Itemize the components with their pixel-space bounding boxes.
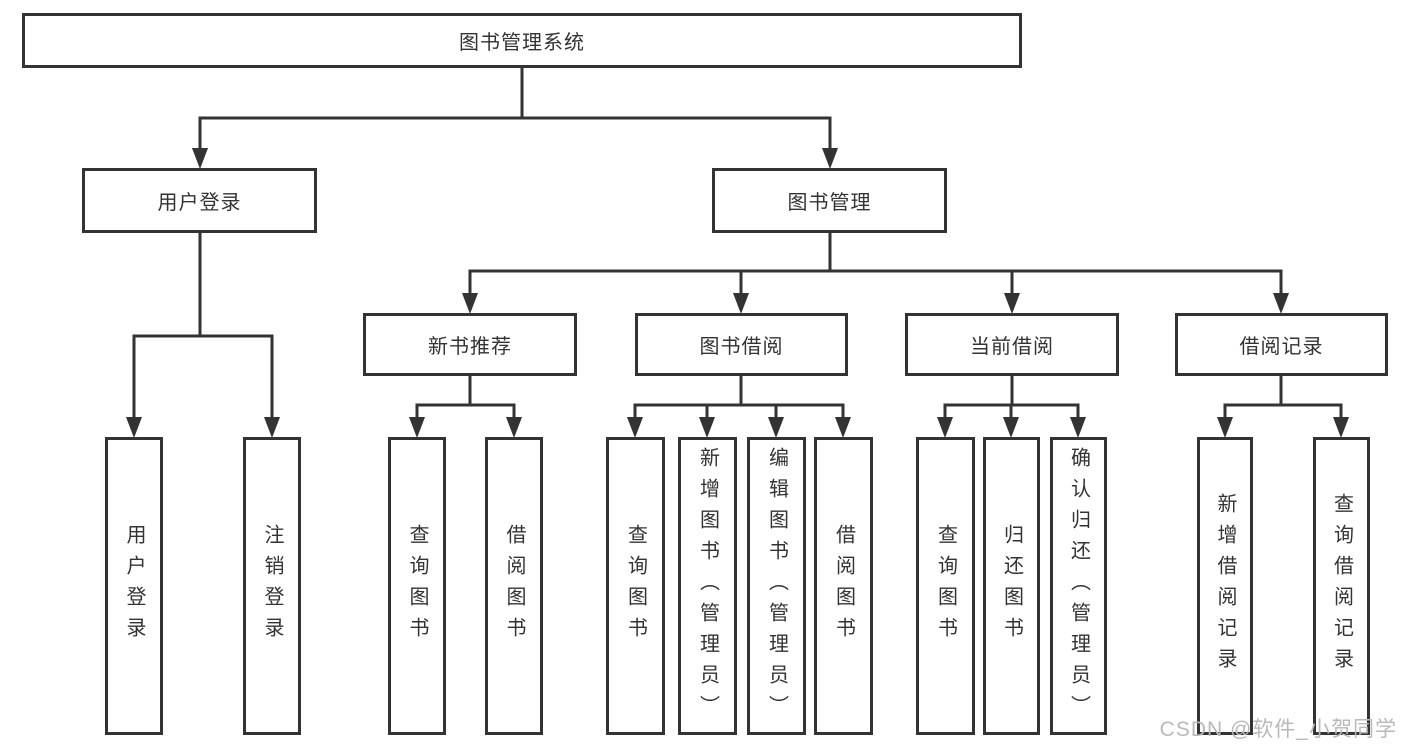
leaf-query-books-current: 查询图书: [916, 437, 975, 735]
node-borrow-records: 借阅记录: [1175, 313, 1388, 376]
leaf-borrow-books: 借阅图书: [814, 437, 873, 735]
leaf-return-books-label: 归还图书: [1000, 524, 1023, 648]
leaf-query-books-recommend: 查询图书: [388, 437, 446, 735]
leaf-query-borrow-record: 查询借阅记录: [1313, 437, 1370, 735]
node-current-borrow-label: 当前借阅: [970, 336, 1054, 358]
node-user-login-label: 用户登录: [157, 192, 242, 214]
leaf-add-books-admin-label: 新增图书（管理员）: [696, 446, 719, 726]
node-new-book-recommend: 新书推荐: [363, 313, 577, 376]
leaf-return-books: 归还图书: [983, 437, 1040, 735]
node-borrow-records-label: 借阅记录: [1239, 336, 1324, 358]
node-current-borrow: 当前借阅: [905, 313, 1119, 376]
leaf-query-books-borrow: 查询图书: [606, 437, 665, 735]
leaf-borrow-books-recommend-label: 借阅图书: [503, 524, 525, 648]
leaf-user-login: 用户登录: [105, 437, 163, 735]
node-user-login: 用户登录: [82, 168, 317, 233]
node-book-borrow-label: 图书借阅: [699, 336, 784, 358]
leaf-borrow-books-recommend: 借阅图书: [485, 437, 543, 735]
leaf-edit-books-admin-label: 编辑图书（管理员）: [765, 446, 788, 726]
node-book-management-label: 图书管理: [787, 192, 872, 214]
leaf-add-borrow-record-label: 新增借阅记录: [1214, 493, 1236, 679]
watermark: CSDN @软件_小贺同学: [1159, 718, 1397, 741]
leaf-confirm-return-admin-label: 确认归还（管理员）: [1067, 446, 1090, 726]
leaf-logout-label: 注销登录: [261, 524, 283, 648]
leaf-user-login-label: 用户登录: [123, 524, 145, 648]
leaf-add-books-admin: 新增图书（管理员）: [678, 437, 737, 735]
leaf-query-borrow-record-label: 查询借阅记录: [1330, 493, 1353, 679]
leaf-query-books-current-label: 查询图书: [934, 524, 957, 648]
node-library-system: 图书管理系统: [22, 13, 1022, 68]
arrowhead-icons: [126, 148, 1349, 438]
node-book-borrow: 图书借阅: [635, 313, 848, 376]
leaf-query-books-borrow-label: 查询图书: [624, 524, 647, 648]
leaf-borrow-books-label: 借阅图书: [832, 524, 855, 648]
leaf-add-borrow-record: 新增借阅记录: [1197, 437, 1253, 735]
leaf-confirm-return-admin: 确认归还（管理员）: [1050, 437, 1107, 735]
node-new-book-recommend-label: 新书推荐: [428, 336, 512, 358]
leaf-logout: 注销登录: [243, 437, 301, 735]
node-book-management: 图书管理: [712, 168, 947, 233]
leaf-query-books-recommend-label: 查询图书: [406, 524, 428, 648]
node-library-system-label: 图书管理系统: [459, 32, 585, 54]
leaf-edit-books-admin: 编辑图书（管理员）: [747, 437, 806, 735]
